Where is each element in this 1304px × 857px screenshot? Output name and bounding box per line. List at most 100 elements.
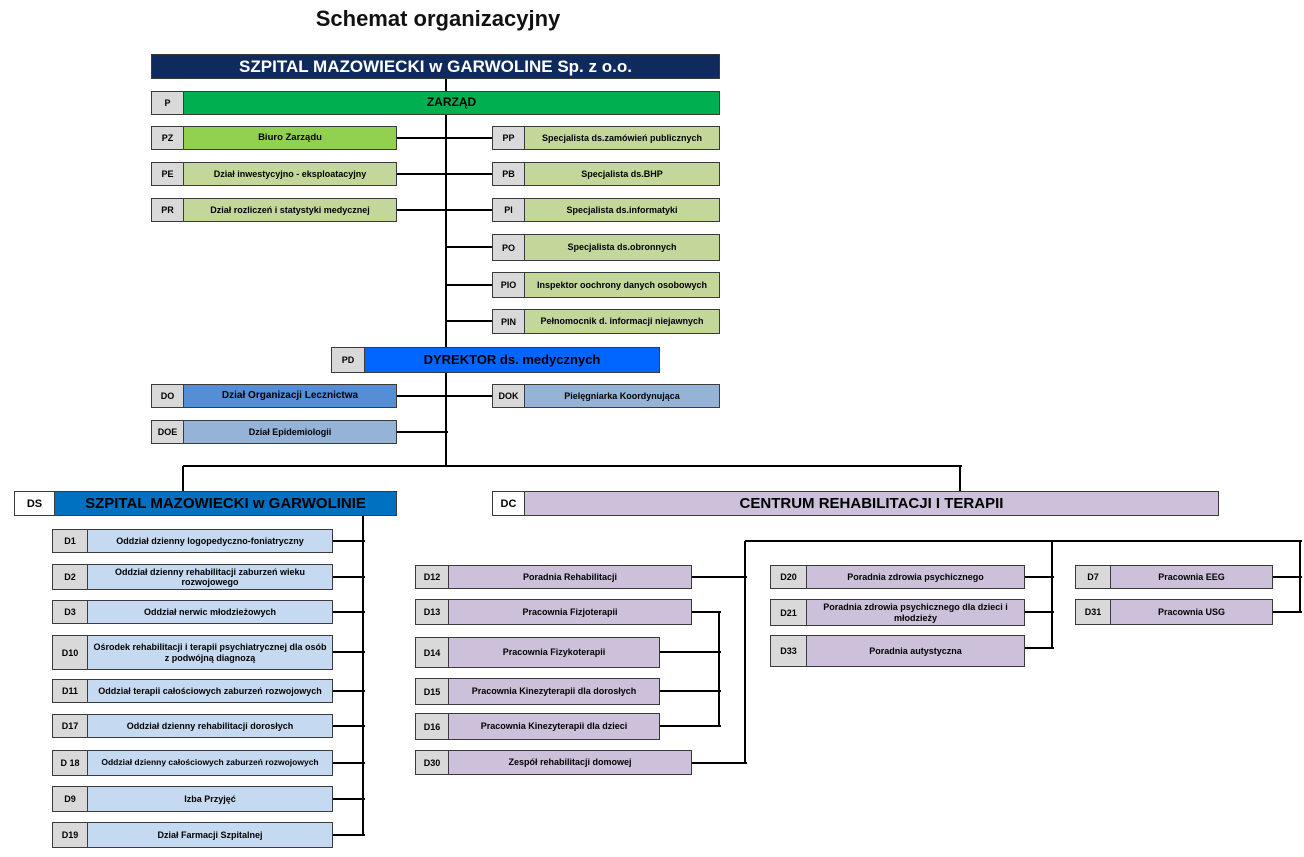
connector-line [446, 395, 494, 397]
connector-line [333, 576, 365, 578]
unit-name-d12: Poradnia Rehabilitacji [448, 565, 692, 589]
connector-line [446, 246, 494, 248]
unit-name-d14: Pracownia Fizykoterapii [448, 637, 660, 668]
connector-line [333, 834, 365, 836]
unit-code-d16: D16 [415, 713, 449, 740]
connector-line [397, 209, 448, 211]
connector-line [333, 798, 365, 800]
unit-name-do: Dział Organizacji Lecznictwa [183, 384, 397, 408]
unit-name-d2: Oddział dzienny rehabilitacji zaburzeń w… [87, 564, 333, 590]
unit-name-d21: Poradnia zdrowia psychicznego dla dzieci… [806, 599, 1025, 626]
connector-line [362, 516, 364, 836]
unit-code-ds: DS [14, 491, 55, 516]
connector-line [333, 725, 365, 727]
connector-line [333, 762, 365, 764]
connector-line [445, 79, 447, 467]
connector-line [397, 173, 448, 175]
unit-code-d31: D31 [1075, 599, 1111, 625]
unit-name-pi: Specjalista ds.informatyki [524, 198, 720, 222]
connector-line [183, 465, 962, 467]
unit-name-doe: Dział Epidemiologii [183, 420, 397, 444]
connector-line [1299, 541, 1301, 613]
unit-name-d20: Poradnia zdrowia psychicznego [806, 565, 1025, 589]
connector-line [446, 320, 494, 322]
unit-code-d17: D17 [52, 714, 88, 738]
unit-code-d3: D3 [52, 600, 88, 624]
unit-code-pb: PB [492, 162, 525, 186]
unit-code-d10: D10 [52, 635, 88, 670]
unit-name-dc: CENTRUM REHABILITACJI I TERAPII [524, 491, 1219, 516]
connector-line [744, 541, 746, 764]
connector-line [692, 576, 747, 578]
connector-line [1273, 576, 1302, 578]
connector-line [718, 612, 720, 727]
unit-code-do: DO [151, 384, 184, 408]
unit-name-pr: Dział rozliczeń i statystyki medycznej [183, 198, 397, 222]
unit-code-pz: PZ [151, 126, 184, 150]
connector-line [446, 173, 494, 175]
connector-line [1051, 541, 1053, 649]
page-title: Schemat organizacyjny [315, 6, 561, 31]
unit-code-po: PO [492, 234, 525, 261]
unit-name-d3: Oddział nerwic młodzieżowych [87, 600, 333, 624]
connector-line [1025, 576, 1054, 578]
unit-code-pe: PE [151, 162, 184, 186]
unit-name-d1: Oddział dzienny logopedyczno-foniatryczn… [87, 529, 333, 553]
unit-code-d14: D14 [415, 637, 449, 668]
unit-name-d16: Pracownia Kinezyterapii dla dzieci [448, 713, 660, 740]
unit-name-hospital: SZPITAL MAZOWIECKI w GARWOLINE Sp. z o.o… [151, 54, 720, 79]
unit-code-d1: D1 [52, 529, 88, 553]
connector-line [745, 540, 1302, 542]
connector-line [692, 762, 747, 764]
unit-name-dok: Pielęgniarka Koordynująca [524, 384, 720, 408]
unit-code-pin: PIN [492, 309, 525, 334]
unit-name-d9: Izba Przyjęć [87, 786, 333, 812]
unit-code-dok: DOK [492, 384, 525, 408]
unit-code-pio: PIO [492, 272, 525, 298]
unit-code-d11: D11 [52, 679, 88, 703]
unit-code-d30: D30 [415, 750, 449, 775]
unit-name-d31: Pracownia USG [1110, 599, 1273, 625]
unit-name-d13: Pracownia Fizjoterapii [448, 599, 692, 625]
connector-line [333, 611, 365, 613]
connector-line [333, 690, 365, 692]
unit-name-pe: Dział inwestycyjno - eksploatacyjny [183, 162, 397, 186]
unit-name-d11: Oddział terapii całościowych zaburzeń ro… [87, 679, 333, 703]
unit-code-d21: D21 [770, 599, 807, 626]
unit-name-d33: Poradnia autystyczna [806, 635, 1025, 667]
unit-name-pb: Specjalista ds.BHP [524, 162, 720, 186]
unit-name-zarzad: ZARZĄD [183, 91, 720, 115]
unit-name-d19: Dział Farmacji Szpitalnej [87, 822, 333, 848]
unit-code-d20: D20 [770, 565, 807, 589]
unit-code-pr: PR [151, 198, 184, 222]
unit-name-d10: Ośrodek rehabilitacji i terapii psychiat… [87, 635, 333, 670]
unit-code-doe: DOE [151, 420, 184, 444]
unit-name-d7: Pracownia EEG [1110, 565, 1273, 589]
unit-name-pio: Inspektor oochrony danych osobowych [524, 272, 720, 298]
unit-name-d17: Oddział dzienny rehabilitacji dorosłych [87, 714, 333, 738]
unit-name-ds: SZPITAL MAZOWIECKI w GARWOLINIE [54, 491, 397, 516]
connector-line [446, 137, 494, 139]
connector-line [182, 466, 184, 492]
unit-name-pz: Biuro Zarządu [183, 126, 397, 150]
connector-line [1025, 647, 1054, 649]
connector-line [1273, 611, 1302, 613]
unit-name-po: Specjalista ds.obronnych [524, 234, 720, 261]
unit-code-d7: D7 [1075, 565, 1111, 589]
unit-code-dc: DC [492, 491, 525, 516]
connector-line [660, 651, 721, 653]
connector-line [660, 725, 721, 727]
unit-name-d30: Zespół rehabilitacji domowej [448, 750, 692, 775]
unit-code-d18: D 18 [52, 750, 88, 776]
connector-line [660, 690, 721, 692]
unit-code-pi: PI [492, 198, 525, 222]
unit-name-d18: Oddział dzienny całościowych zaburzeń ro… [87, 750, 333, 776]
connector-line [333, 540, 365, 542]
unit-name-pin: Pełnomocnik d. informacji niejawnych [524, 309, 720, 334]
connector-line [397, 395, 448, 397]
unit-code-pd: PD [331, 347, 365, 373]
unit-code-d13: D13 [415, 599, 449, 625]
unit-code-d9: D9 [52, 786, 88, 812]
unit-name-pp: Specjalista ds.zamówień publicznych [524, 126, 720, 150]
